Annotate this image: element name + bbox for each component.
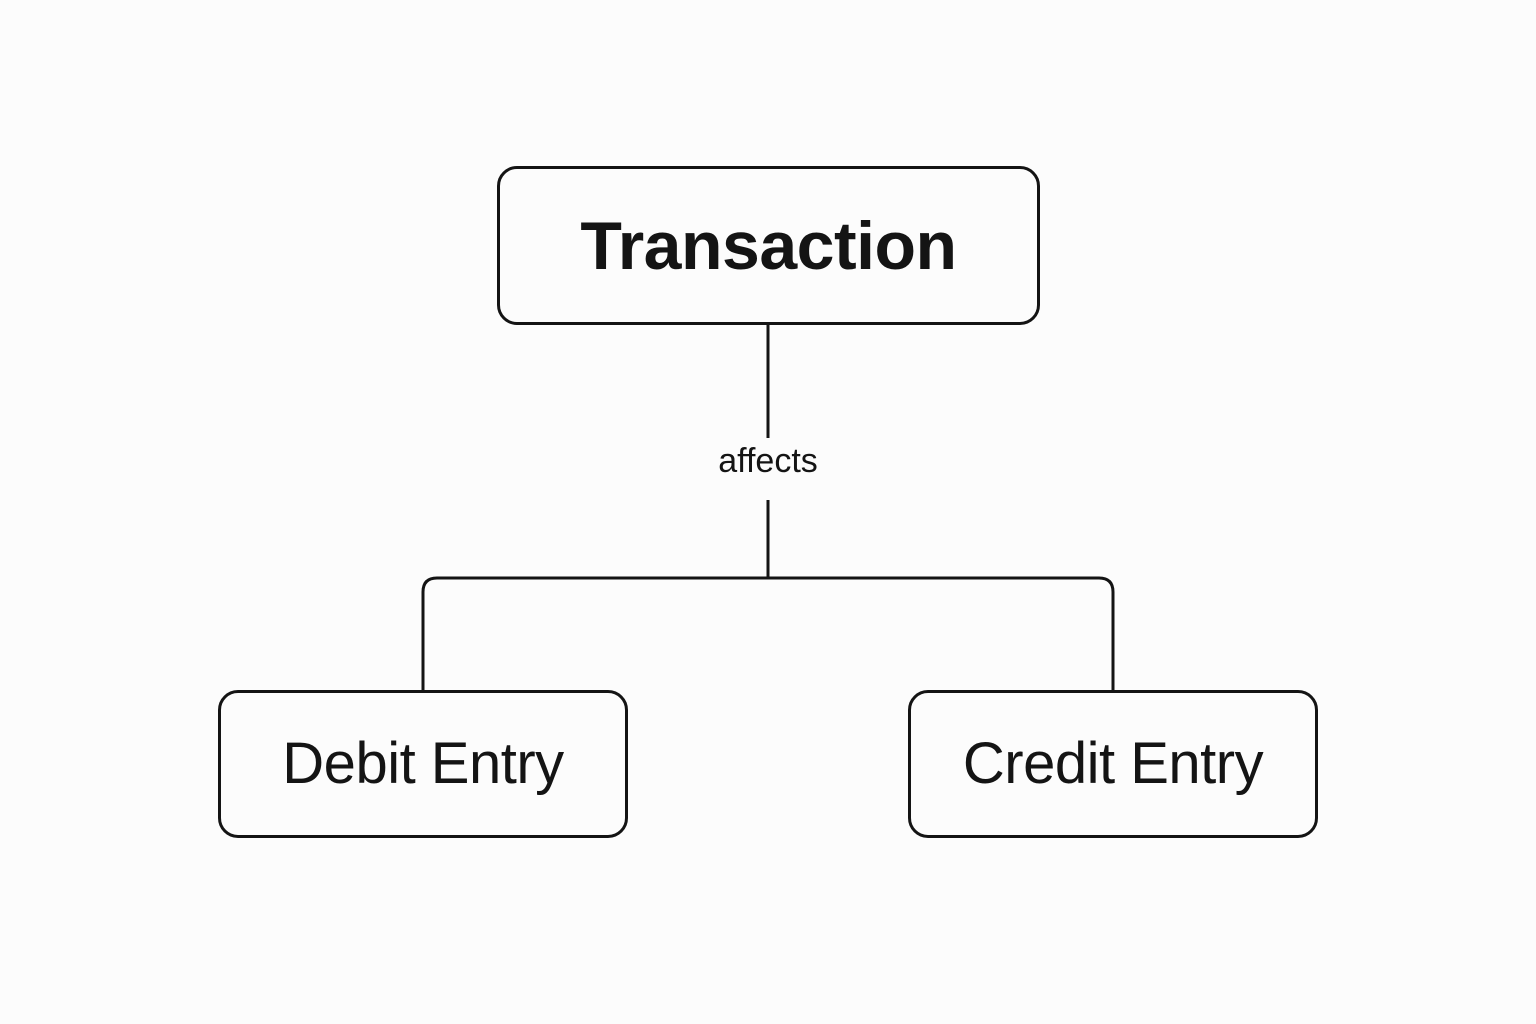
edge-fork-to-debit-entry xyxy=(421,576,768,690)
node-debit-entry[interactable]: Debit Entry xyxy=(218,690,628,838)
node-debit-entry-label: Debit Entry xyxy=(282,731,564,796)
edge-fork-to-credit-entry xyxy=(768,576,1115,690)
node-credit-entry[interactable]: Credit Entry xyxy=(908,690,1318,838)
edge-label-affects: affects xyxy=(708,440,828,482)
node-transaction[interactable]: Transaction xyxy=(497,166,1040,325)
node-credit-entry-label: Credit Entry xyxy=(962,731,1264,796)
node-transaction-label: Transaction xyxy=(580,207,957,284)
